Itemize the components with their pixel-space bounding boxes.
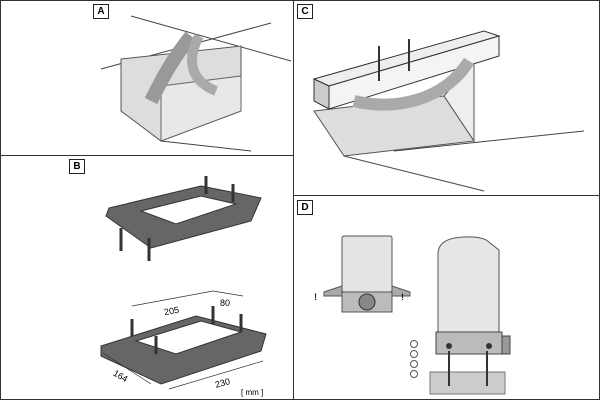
unit-label: [ mm ] bbox=[241, 388, 264, 397]
panel-b: B 205 80 164 230 [ mm ] bbox=[0, 155, 294, 400]
panel-label-b: B bbox=[69, 159, 85, 174]
level-tool-illustration bbox=[312, 30, 585, 192]
base-plate-illustration bbox=[100, 176, 267, 390]
panel-d: D ! ! bbox=[293, 195, 600, 400]
dimension-80: 80 bbox=[220, 298, 231, 308]
panel-label-d: D bbox=[297, 200, 313, 215]
panel-label-a: A bbox=[93, 4, 109, 19]
panel-a: A bbox=[0, 0, 294, 156]
panel-c: C bbox=[293, 0, 600, 196]
panel-label-c: C bbox=[297, 4, 313, 19]
motor-installation-illustration: ! ! bbox=[314, 235, 511, 395]
svg-text:!: ! bbox=[401, 292, 404, 302]
conduit-wall-illustration bbox=[100, 15, 292, 152]
svg-text:!: ! bbox=[314, 292, 317, 302]
